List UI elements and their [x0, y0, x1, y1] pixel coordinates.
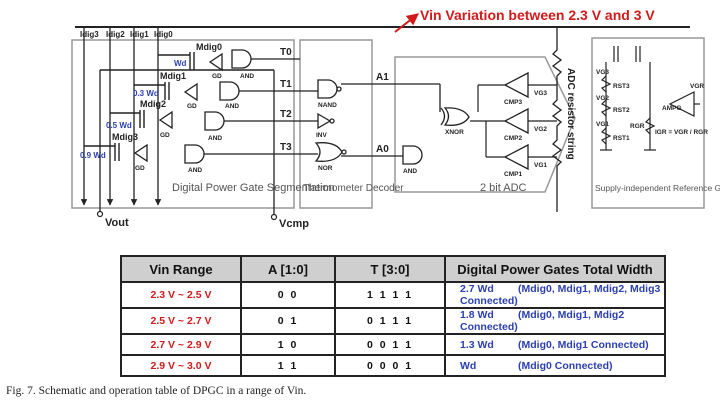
- row-width: 1.3 Wd (Mdig0, Mdig1 Connected): [444, 333, 666, 356]
- adc-block-title: 2 bit ADC: [480, 182, 527, 194]
- row-range: 2.7 V ~ 2.9 V: [120, 333, 242, 356]
- adc-block: [394, 56, 576, 193]
- row-width-value: 1.8 Wd: [460, 309, 494, 321]
- gd-label: GD: [160, 132, 170, 139]
- signal-t3: T3: [280, 142, 292, 153]
- variation-arrow: [394, 13, 419, 33]
- variation-note: Vin Variation between 2.3 V and 3 V: [420, 7, 655, 23]
- row-range: 2.3 V ~ 2.5 V: [120, 281, 242, 309]
- row-t: 0 0 0 1: [334, 354, 446, 377]
- row-width: 1.8 Wd(Mdig0, Mdig1, Mdig2 Connected): [444, 307, 666, 335]
- table-row: 2.7 V ~ 2.9 V 1 0 0 0 1 1 1.3 Wd (Mdig0, …: [120, 333, 666, 356]
- xnor-label: XNOR: [445, 129, 464, 136]
- row-range: 2.9 V ~ 3.0 V: [120, 354, 242, 377]
- inv-label: INV: [316, 132, 328, 139]
- row-t: 0 0 1 1: [334, 333, 446, 356]
- transistor-mdig3: Mdig3: [112, 132, 138, 142]
- ref-current-label: IGR = VGR / RGR: [655, 129, 708, 136]
- nand-label: NAND: [318, 102, 337, 109]
- row-gates: (Mdig0, Mdig1, Mdig2, Mdig3 Connected): [460, 283, 661, 307]
- width-0.5wd: 0.5 Wd: [106, 121, 132, 130]
- row-a: 1 1: [240, 354, 336, 377]
- adc-bit-a0: A0: [376, 144, 389, 155]
- header-vin-range: Vin Range: [120, 255, 242, 283]
- row-gates: (Mdig0 Connected): [518, 359, 613, 372]
- and-label: AND: [403, 168, 417, 175]
- row-width: 2.7 Wd(Mdig0, Mdig1, Mdig2, Mdig3 Connec…: [444, 281, 666, 309]
- row-a: 0 0: [240, 281, 336, 309]
- gd-label: GD: [187, 103, 197, 110]
- signal-t0: T0: [280, 47, 292, 58]
- figure-caption: Fig. 7. Schematic and operation table of…: [6, 385, 307, 397]
- ref-node-vg3: VG3: [596, 69, 609, 76]
- ref-vgr-label: VGR: [690, 83, 704, 90]
- row-t: 1 1 1 1: [334, 281, 446, 309]
- nor-label: NOR: [318, 165, 333, 172]
- gd-label: GD: [135, 165, 145, 172]
- row-gates: (Mdig0, Mdig1 Connected): [518, 338, 649, 351]
- ref-resistor-rst2: RST2: [613, 107, 630, 114]
- bus-label-idig2: Idig2: [106, 30, 125, 39]
- row-width: Wd (Mdig0 Connected): [444, 354, 666, 377]
- decoder-block: [299, 39, 373, 209]
- signal-t1: T1: [280, 79, 292, 90]
- gd-label: GD: [212, 73, 222, 80]
- row-range: 2.5 V ~ 2.7 V: [120, 307, 242, 335]
- width-0.3wd: 0.3 Wd: [133, 89, 159, 98]
- row-a: 0 1: [240, 307, 336, 335]
- transistor-mdig0: Mdig0: [196, 42, 222, 52]
- comparator-input-vg2: VG2: [534, 126, 547, 133]
- ref-resistor-rgr: RGR: [630, 123, 645, 130]
- dpg-block-title: Digital Power Gate Segmentation: [172, 182, 335, 194]
- signal-t2: T2: [280, 109, 292, 120]
- bus-label-idig0: Idig0: [154, 30, 173, 39]
- row-t: 0 1 1 1: [334, 307, 446, 335]
- dpgc-schematic: Vin Variation between 2.3 V and 3 V Idig…: [71, 7, 720, 230]
- comparator-input-vg3: VG3: [534, 90, 547, 97]
- table-row: 2.9 V ~ 3.0 V 1 1 0 0 0 1 Wd (Mdig0 Conne…: [120, 354, 666, 377]
- operation-table: Vin Range A [1:0] T [3:0] Digital Power …: [120, 255, 666, 377]
- ref-node-vg1: VG1: [596, 121, 609, 128]
- comparator-cmp2: CMP2: [504, 135, 522, 142]
- and-label: AND: [240, 73, 254, 80]
- row-gates: (Mdig0, Mdig1, Mdig2 Connected): [460, 309, 625, 333]
- bus-label-idig3: Idig3: [80, 30, 99, 39]
- comparator-input-vg1: VG1: [534, 162, 547, 169]
- and-label: AND: [188, 167, 202, 174]
- table-row: 2.5 V ~ 2.7 V 0 1 0 1 1 1 1.8 Wd(Mdig0, …: [120, 307, 666, 335]
- table-header-row: Vin Range A [1:0] T [3:0] Digital Power …: [120, 255, 666, 283]
- comparator-cmp3: CMP3: [504, 99, 522, 106]
- header-a: A [1:0]: [240, 255, 336, 283]
- row-width-value: Wd: [460, 359, 477, 372]
- transistor-mdig1: Mdig1: [160, 71, 186, 81]
- adc-resistor-string: [551, 27, 563, 212]
- row-width-value: 2.7 Wd: [460, 283, 494, 295]
- row-width-value: 1.3 Wd: [460, 338, 494, 351]
- resistor-string-label: ADC resistor string: [565, 68, 576, 160]
- ref-resistor-rst1: RST1: [613, 135, 630, 142]
- transistor-mdig2: Mdig2: [140, 99, 166, 109]
- dpg-block: [71, 39, 295, 209]
- comparator-cmp1: CMP1: [504, 171, 522, 178]
- row-a: 1 0: [240, 333, 336, 356]
- ref-gen-block: [591, 37, 705, 209]
- header-total-width: Digital Power Gates Total Width: [444, 255, 666, 283]
- and-label: AND: [208, 135, 222, 142]
- ref-resistor-rst3: RST3: [613, 83, 630, 90]
- width-0.9wd: 0.9 Wd: [80, 151, 106, 160]
- ref-gen-block-title: Supply-independent Reference Generator: [595, 183, 720, 193]
- vout-label: Vout: [105, 217, 129, 229]
- and-label: AND: [225, 103, 239, 110]
- ref-amp-label: AMPG: [662, 105, 682, 112]
- width-wd: Wd: [174, 59, 187, 68]
- ref-node-vg2: VG2: [596, 95, 609, 102]
- table-row: 2.3 V ~ 2.5 V 0 0 1 1 1 1 2.7 Wd(Mdig0, …: [120, 281, 666, 309]
- vcmp-label: Vcmp: [279, 218, 309, 230]
- bus-label-idig1: Idig1: [130, 30, 149, 39]
- header-t: T [3:0]: [334, 255, 446, 283]
- adc-bit-a1: A1: [376, 72, 389, 83]
- decoder-block-title: Thermometer Decoder: [303, 183, 404, 194]
